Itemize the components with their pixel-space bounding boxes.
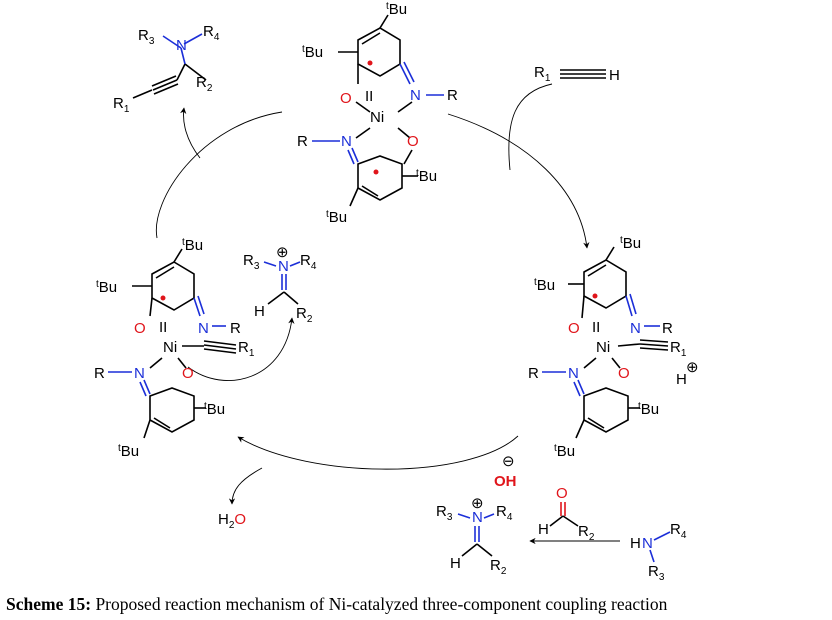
svg-text:H2O: H2O bbox=[218, 511, 246, 531]
product-release-arrow bbox=[180, 107, 201, 159]
svg-text:O: O bbox=[134, 320, 146, 337]
svg-text:R: R bbox=[94, 365, 105, 382]
cycle-arc-bottom bbox=[237, 435, 519, 470]
cycle-arc-left bbox=[155, 111, 283, 239]
svg-text:tBu: tBu bbox=[386, 1, 407, 18]
iminium-ion-center: R3 N ⊕ R4 H R2 bbox=[243, 244, 317, 325]
svg-text:R3: R3 bbox=[243, 252, 260, 272]
svg-text:R3: R3 bbox=[436, 503, 453, 523]
water-release-arrow bbox=[228, 467, 263, 505]
svg-text:O: O bbox=[556, 485, 568, 502]
r4-label: R4 bbox=[203, 23, 220, 43]
alkyne-r1-label: R1 bbox=[534, 64, 551, 84]
svg-text:O: O bbox=[340, 90, 352, 107]
svg-text:R2: R2 bbox=[490, 557, 507, 577]
svg-text:N: N bbox=[630, 320, 641, 337]
svg-text:tBu: tBu bbox=[534, 277, 555, 294]
proton-charge: ⊕ bbox=[686, 359, 699, 376]
svg-text:R2: R2 bbox=[578, 523, 595, 543]
svg-text:R: R bbox=[297, 133, 308, 150]
r1-label: R1 bbox=[113, 95, 130, 115]
svg-text:R1: R1 bbox=[238, 339, 255, 359]
ni-complex-left: tBu tBu O N R II Ni R1 N R O tBu tBu bbox=[94, 237, 255, 460]
svg-text:tBu: tBu bbox=[302, 44, 323, 61]
svg-text:R: R bbox=[447, 87, 458, 104]
svg-text:tBu: tBu bbox=[326, 209, 347, 226]
svg-text:II: II bbox=[592, 319, 600, 336]
svg-text:⊕: ⊕ bbox=[471, 495, 484, 512]
caption-text: Proposed reaction mechanism of Ni-cataly… bbox=[95, 594, 668, 614]
svg-text:tBu: tBu bbox=[204, 401, 225, 418]
hydroxide: ⊖ OH bbox=[494, 453, 517, 490]
svg-text:⊖: ⊖ bbox=[502, 453, 515, 470]
terminal-alkyne: R1 H bbox=[534, 64, 620, 84]
svg-text:tBu: tBu bbox=[182, 237, 203, 254]
svg-text:O: O bbox=[182, 365, 194, 382]
svg-text:Ni: Ni bbox=[370, 109, 384, 126]
secondary-amine: H N R4 R3 bbox=[630, 521, 687, 583]
alkyne-entry-arrow bbox=[508, 83, 553, 171]
svg-text:II: II bbox=[365, 88, 373, 105]
svg-text:O: O bbox=[568, 320, 580, 337]
iminium-attack-arrow bbox=[187, 317, 295, 381]
svg-text:N: N bbox=[472, 509, 483, 526]
svg-text:N: N bbox=[198, 320, 209, 337]
svg-text:OH: OH bbox=[494, 473, 517, 490]
aldehyde: O H R2 bbox=[538, 485, 595, 543]
svg-text:N: N bbox=[410, 87, 421, 104]
svg-text:N: N bbox=[341, 133, 352, 150]
svg-text:tBu: tBu bbox=[96, 279, 117, 296]
svg-text:R4: R4 bbox=[496, 503, 513, 523]
svg-text:N: N bbox=[134, 365, 145, 382]
iminium-ion-bottom: R3 N ⊕ R4 H R2 bbox=[436, 495, 513, 577]
svg-text:R2: R2 bbox=[296, 305, 313, 325]
svg-text:⊕: ⊕ bbox=[276, 244, 289, 261]
alkyne-h-label: H bbox=[609, 67, 620, 84]
svg-text:O: O bbox=[618, 365, 630, 382]
svg-text:tBu: tBu bbox=[416, 168, 437, 185]
caption-label: Scheme 15: bbox=[6, 594, 92, 614]
svg-text:tBu: tBu bbox=[638, 401, 659, 418]
svg-text:H: H bbox=[254, 303, 265, 320]
r2-label: R2 bbox=[196, 74, 213, 94]
svg-text:tBu: tBu bbox=[620, 235, 641, 252]
propargylamine-product: N R3 R4 R2 R1 bbox=[113, 23, 220, 115]
svg-text:O: O bbox=[407, 133, 419, 150]
r3-label: R3 bbox=[138, 27, 155, 47]
svg-text:R1: R1 bbox=[670, 339, 687, 359]
svg-text:N: N bbox=[568, 365, 579, 382]
ni-complex-right: tBu tBu O N R II Ni R1 N R O tBu tBu H ⊕ bbox=[528, 235, 699, 460]
svg-text:N: N bbox=[278, 258, 289, 275]
catalytic-cycle-arrows bbox=[155, 83, 620, 545]
ni-complex-top: tBu tBu O N R II Ni N R O tBu tBu bbox=[297, 1, 458, 226]
svg-text:R: R bbox=[230, 320, 241, 337]
svg-text:R: R bbox=[662, 320, 673, 337]
svg-text:R4: R4 bbox=[300, 252, 317, 272]
amine-n-label: N bbox=[176, 37, 187, 54]
svg-text:Ni: Ni bbox=[596, 339, 610, 356]
svg-text:Ni: Ni bbox=[163, 339, 177, 356]
proton-label: H bbox=[676, 371, 687, 388]
scheme-caption: Scheme 15: Proposed reaction mechanism o… bbox=[6, 594, 832, 615]
svg-text:H: H bbox=[450, 555, 461, 572]
water: H2O bbox=[218, 511, 246, 531]
svg-text:R4: R4 bbox=[670, 521, 687, 541]
svg-text:II: II bbox=[159, 319, 167, 336]
svg-text:tBu: tBu bbox=[554, 443, 575, 460]
cycle-arc-top-right bbox=[447, 113, 590, 249]
svg-text:H: H bbox=[630, 535, 641, 552]
svg-text:R3: R3 bbox=[648, 563, 665, 583]
svg-text:N: N bbox=[642, 535, 653, 552]
reaction-scheme: N R3 R4 R2 R1 tBu tBu O N R II Ni N R O bbox=[94, 1, 699, 583]
svg-text:R: R bbox=[528, 365, 539, 382]
svg-text:tBu: tBu bbox=[118, 443, 139, 460]
svg-text:H: H bbox=[538, 521, 549, 538]
